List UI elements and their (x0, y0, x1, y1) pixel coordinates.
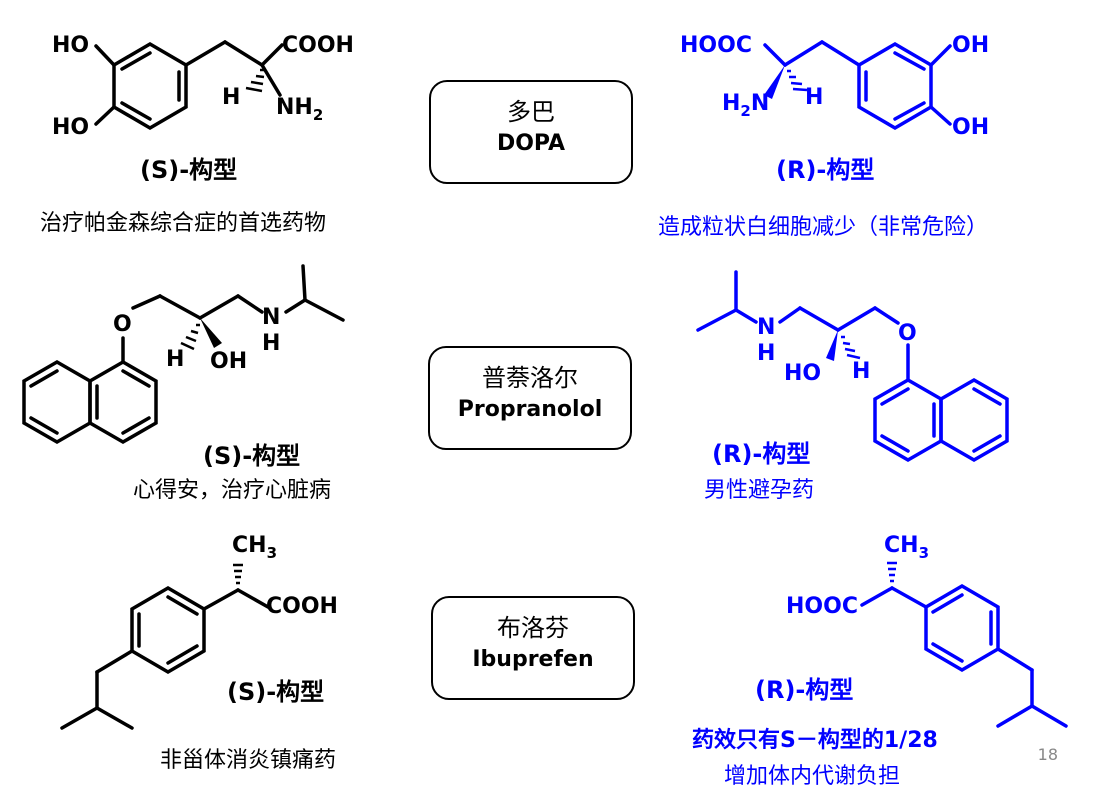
drug-name-en: Propranolol (457, 397, 603, 422)
drug-name-zh: 多巴 (507, 98, 555, 126)
dopa-s-atom-ho-bottom: HO (52, 115, 89, 140)
propranolol-r-hash-bond (841, 335, 861, 360)
drug-name-zh: 普萘洛尔 (482, 364, 578, 392)
drug-name-en: Ibuprefen (472, 647, 594, 672)
ibuprofen-s-structure (60, 585, 270, 730)
ibuprofen-s-hash-bond (233, 563, 243, 585)
dopa-s-atom-nh2: NH2 (276, 95, 323, 124)
dopa-r-h2n-sub: 2 (740, 102, 750, 120)
ibuprofen-s-atom-cooh: COOH (266, 594, 338, 619)
ibuprofen-r-atom-hooc: HOOC (786, 594, 858, 619)
dopa-r-h2n-n: N (751, 91, 769, 116)
dopa-r-description: 造成粒状白细胞减少（非常危险） (658, 215, 989, 240)
drug-box-ibuprofen: 布洛芬 Ibuprefen (431, 596, 635, 700)
page-number: 18 (1037, 745, 1058, 764)
dopa-s-atom-h: H (222, 85, 240, 110)
propranolol-r-structure (696, 270, 1009, 463)
propranolol-r-atom-ho: HO (784, 361, 821, 386)
ibuprofen-r-atom-ch3: CH3 (884, 533, 929, 562)
propranolol-r-wedge-bond (826, 330, 838, 361)
propranolol-s-structure (22, 264, 345, 445)
dopa-r-atom-oh-bottom: OH (952, 115, 989, 140)
dopa-s-nh: NH (276, 95, 313, 120)
propranolol-r-atom-o: O (898, 321, 917, 346)
dopa-r-hash-bond (787, 69, 808, 92)
ibuprofen-s-config-label: (S)-构型 (227, 678, 325, 706)
dopa-s-hash-bond (245, 68, 265, 93)
dopa-r-atom-h2n: H2N (722, 91, 769, 120)
ibuprofen-r-description-line1: 药效只有S－构型的1/28 (692, 728, 938, 753)
ibuprofen-s-ch-sub: 3 (267, 544, 277, 562)
propranolol-s-wedge-bond (200, 318, 222, 348)
propranolol-r-config-label: (R)-构型 (712, 440, 811, 468)
dopa-r-atom-h: H (805, 85, 823, 110)
dopa-s-atom-ho-top: HO (52, 33, 89, 58)
propranolol-r-description: 男性避孕药 (704, 478, 815, 503)
ibuprofen-r-structure (860, 583, 1068, 728)
ibuprofen-s-ch: CH (232, 533, 267, 558)
ibuprofen-r-config-label: (R)-构型 (755, 676, 854, 704)
dopa-r-atom-hooc: HOOC (680, 33, 752, 58)
propranolol-s-description: 心得安，治疗心脏病 (133, 478, 332, 503)
propranolol-r-atom-h-n: H (757, 341, 775, 366)
dopa-r-h2n-h: H (722, 91, 740, 116)
drug-name-en: DOPA (496, 131, 566, 156)
dopa-r-atom-oh-top: OH (952, 33, 989, 58)
propranolol-s-atom-oh: OH (210, 349, 247, 374)
propranolol-s-atom-o: O (113, 312, 132, 337)
propranolol-s-hash-bond (180, 323, 200, 351)
drug-name-zh: 布洛芬 (497, 614, 569, 642)
dopa-r-config-label: (R)-构型 (776, 156, 875, 184)
dopa-r-structure (763, 40, 952, 131)
dopa-s-nh-sub: 2 (313, 106, 323, 124)
propranolol-s-atom-n: N (262, 305, 280, 330)
ibuprofen-r-ch-sub: 3 (919, 544, 929, 562)
dopa-r-wedge-bond (764, 65, 785, 99)
drug-box-propranolol: 普萘洛尔 Propranolol (428, 346, 632, 450)
propranolol-s-atom-h: H (166, 347, 184, 372)
drug-box-dopa: 多巴 DOPA (429, 80, 633, 184)
ibuprofen-s-description: 非甾体消炎镇痛药 (160, 748, 337, 773)
propranolol-s-config-label: (S)-构型 (203, 442, 301, 470)
propranolol-s-atom-h-n: H (262, 331, 280, 356)
ibuprofen-r-description-line2: 增加体内代谢负担 (724, 764, 901, 789)
propranolol-r-atom-n: N (757, 315, 775, 340)
ibuprofen-r-hash-bond (887, 561, 897, 583)
dopa-s-description: 治疗帕金森综合症的首选药物 (40, 211, 327, 236)
ibuprofen-r-ch: CH (884, 533, 919, 558)
dopa-s-config-label: (S)-构型 (140, 156, 238, 184)
dopa-s-structure (94, 40, 284, 131)
dopa-s-atom-cooh: COOH (282, 33, 354, 58)
ibuprofen-s-atom-ch3: CH3 (232, 533, 277, 562)
propranolol-r-atom-h: H (852, 359, 870, 384)
